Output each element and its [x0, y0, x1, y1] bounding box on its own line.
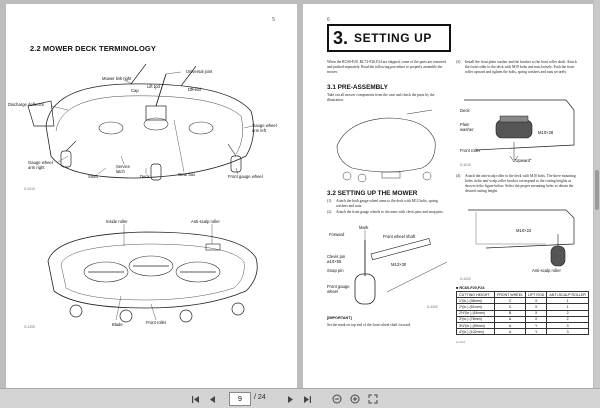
parts-illustration [336, 109, 436, 183]
vertical-scrollbar[interactable] [594, 0, 600, 388]
chapter-heading: 3. SETTING UP [327, 24, 451, 52]
fullscreen-button[interactable] [366, 392, 380, 406]
setting-up-mower-heading: 3.2 SETTING UP THE MOWER [327, 190, 418, 197]
label-front-gauge-wheel: Front gauge wheel [228, 174, 263, 179]
front-gauge-wheel-diagram: Mark Forward Front wheel shaft Clevis pi… [327, 225, 448, 309]
chapter-title: SETTING UP [354, 31, 433, 45]
important-text: Set the mark on top end of the front whe… [327, 323, 411, 327]
wheel-label-front-wheel-shaft: Front wheel shaft [383, 234, 416, 239]
zoom-out-button[interactable] [330, 392, 344, 406]
label-front-roller: Front roller [146, 320, 167, 325]
wheel-label-mark: Mark [359, 225, 369, 230]
wheel-label-forward: Forward [329, 232, 345, 237]
table-row: 4″(in.) (102mm) A Y 3 [456, 328, 589, 336]
zoom-out-icon [332, 394, 342, 404]
last-page-button[interactable] [300, 392, 314, 406]
page-total: / 24 [254, 394, 266, 401]
label-blade: Blade [112, 322, 123, 327]
deck-label-upward: "Upward" [514, 158, 532, 163]
step4-marker: (4) [456, 174, 461, 178]
label-discharge-deflector: Discharge deflector [8, 102, 45, 107]
right-page: 6 3. SETTING UP When the RC60-F20, RC72-… [303, 4, 593, 388]
first-page-button[interactable] [188, 392, 202, 406]
scrollbar-thumb[interactable] [595, 170, 599, 210]
page-number-input[interactable] [229, 392, 251, 406]
left-page-number: 5 [272, 17, 275, 23]
section-title-mower-deck-terminology: 2.2 MOWER DECK TERMINOLOGY [30, 44, 156, 53]
table-cell: A [493, 328, 527, 336]
anti-scalp-roller-diagram: M10×22 Anti-scalp roller G-1020 [460, 209, 575, 281]
table-caption: ■ RC60-F20,F24 [456, 286, 485, 290]
step1-text: Attach the both gauge wheel arms to the … [336, 199, 438, 208]
label-mower-link-right: Mower link right [102, 76, 132, 81]
cutting-height-table: CUTTING HEIGHT FRONT WHEEL LIFT ROD ANTI… [456, 290, 589, 336]
wheel-label-m12: M12×30 [391, 262, 407, 267]
label-lift-rod-right: Lift rod [188, 87, 201, 92]
deck-label-front-roller: Front roller [460, 148, 481, 153]
table-cell: 3 [546, 328, 589, 336]
step4-text: Attach the anti-scalp roller to the deck… [465, 174, 576, 193]
label-lift-rod: Lift rod [147, 84, 160, 89]
left-page: 5 2.2 MOWER DECK TERMINOLOGY [6, 4, 297, 388]
fullscreen-icon [368, 394, 378, 404]
deck-label-m10: M10×28 [538, 130, 554, 135]
step2-marker: (2) [327, 210, 332, 214]
code-top-diagram: G-1010 [24, 187, 35, 191]
important-heading: [IMPORTANT] [327, 316, 352, 320]
label-cap: Cap [131, 88, 139, 93]
step1-marker: (1) [327, 199, 332, 203]
table-cell: Y [525, 328, 548, 336]
label-inside-roller: Inside roller [106, 219, 128, 224]
pre-assembly-heading: 3.1 PRE-ASSEMBLY [327, 84, 388, 91]
step3-marker: (3) [456, 60, 461, 64]
previous-page-button[interactable] [205, 392, 219, 406]
first-page-icon [191, 395, 199, 403]
code-table: G-1023 [456, 340, 466, 344]
scalp-label-m10: M10×22 [516, 228, 532, 233]
zoom-in-button[interactable] [348, 392, 362, 406]
mower-deck-bottom-diagram: Inside roller Anti-scalp roller Blade Fr… [24, 219, 258, 329]
right-page-number: 6 [327, 17, 330, 23]
viewer-toolbar: / 24 [0, 388, 600, 408]
intro-paragraph: When the RC60-F20, RC72-F20,F24 are ship… [327, 60, 447, 74]
code-bottom-diagram: G-1205 [24, 325, 35, 329]
label-shaft: Shaft [88, 174, 99, 179]
label-anti-scalp-roller: Anti-scalp roller [191, 219, 220, 224]
last-page-icon [303, 395, 311, 403]
next-page-button[interactable] [283, 392, 297, 406]
code-wheel-diagram: G-1002 [427, 305, 438, 309]
mower-deck-top-diagram: Universal joint Mower link right Lift ro… [8, 63, 277, 191]
table-cell: 4″(in.) (102mm) [456, 328, 495, 336]
label-universal-joint: Universal joint [186, 69, 213, 74]
pre-assembly-paragraph: Take out all mower components from the c… [327, 93, 435, 102]
step3-text: Install the front plain washer and the b… [465, 60, 577, 74]
wheel-label-snap-pin: Snap pin [327, 268, 344, 273]
chapter-number: 3. [333, 27, 349, 48]
previous-page-icon [209, 395, 215, 403]
step2-text: Attach the front gauge wheels to the arm… [336, 210, 444, 214]
label-gear-box: Gear box [178, 172, 196, 177]
code-deck-diagram: G-1019 [460, 163, 471, 167]
deck-label-deck: Deck [460, 108, 470, 113]
label-deck: Deck [140, 174, 150, 179]
zoom-in-icon [350, 394, 360, 404]
next-page-icon [287, 395, 293, 403]
code-scalp-diagram: G-1020 [460, 277, 471, 281]
scalp-label-anti-scalp-roller: Anti-scalp roller [532, 268, 561, 273]
